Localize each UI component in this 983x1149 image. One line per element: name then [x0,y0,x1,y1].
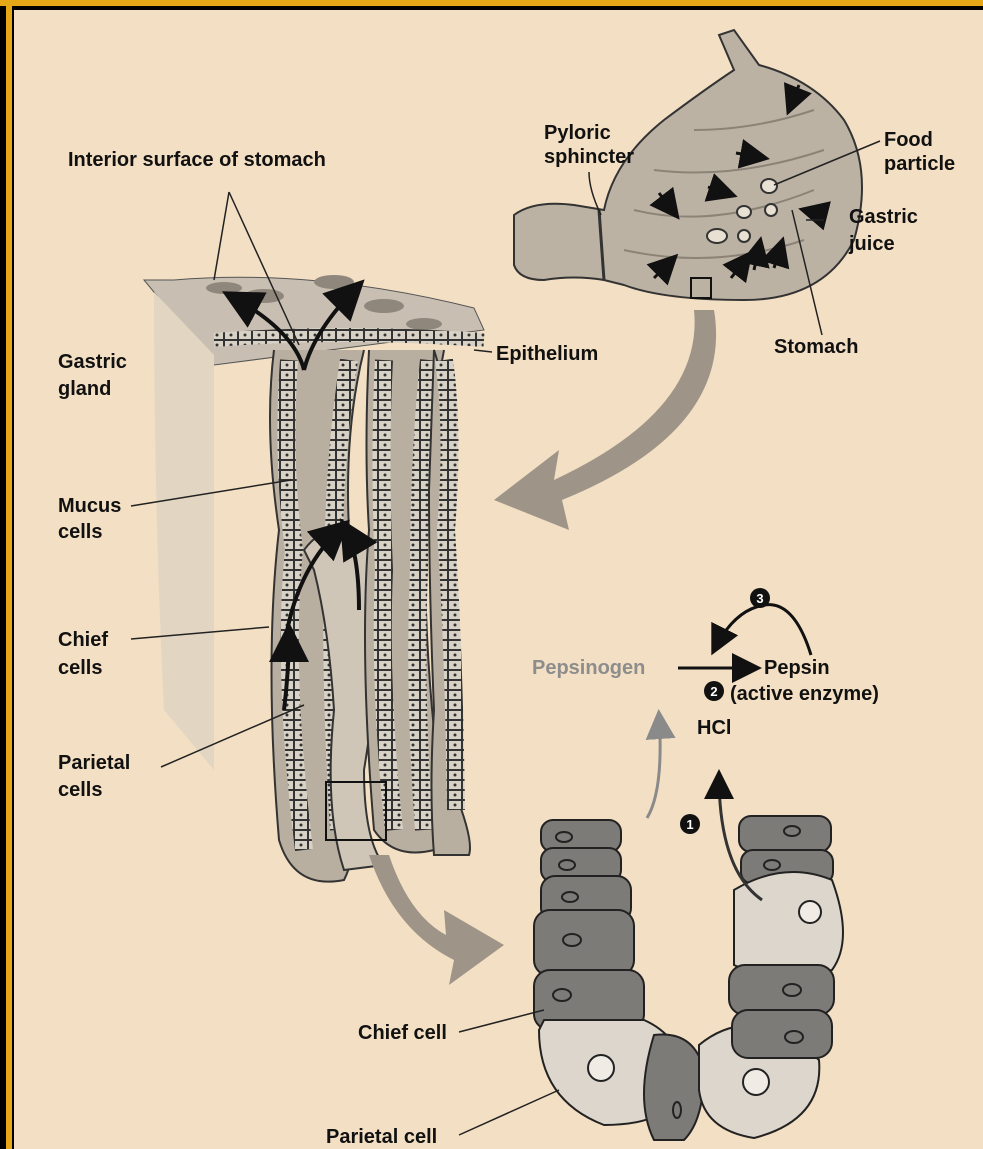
gold-border-top [0,0,983,6]
label-chief-cell: Chief cell [358,1022,447,1044]
svg-text:1: 1 [686,817,693,832]
label-gastric-juice-line2: juice [848,233,895,255]
label-mucus-line2: cells [58,521,102,543]
svg-text:3: 3 [756,591,763,606]
label-stomach: Stomach [774,336,858,358]
label-pyloric-line1: Pyloric [544,122,611,144]
diagram-canvas: 1 2 3 [14,10,983,1149]
label-pyloric-line2: sphincter [544,146,634,168]
cell-cluster-illustration [534,816,843,1140]
step-badge-1: 1 [680,814,700,834]
label-epithelium: Epithelium [496,343,598,365]
step-badge-2: 2 [704,681,724,701]
label-pepsinogen: Pepsinogen [532,657,645,679]
gastric-gland-diagram: 1 2 3 [14,10,983,1149]
label-mucus-line1: Mucus [58,495,121,517]
label-chief-line1: Chief [58,629,108,651]
label-pepsin: Pepsin [764,657,830,679]
label-gastric-gland-line2: gland [58,378,111,400]
label-parietal-cell: Parietal cell [326,1126,437,1148]
label-gastric-gland-line1: Gastric [58,351,127,373]
label-parietal-line1: Parietal [58,752,130,774]
label-active-enzyme: (active enzyme) [730,683,879,705]
svg-text:2: 2 [710,684,717,699]
label-food-line1: Food [884,129,933,151]
label-interior-surface: Interior surface of stomach [68,149,326,171]
step-badge-3: 3 [750,588,770,608]
zoom-arrow-gland [369,855,504,985]
gold-border-left [6,6,12,1149]
label-gastric-juice-line1: Gastric [849,206,918,228]
label-food-line2: particle [884,153,955,175]
label-hcl: HCl [697,717,731,739]
gastric-gland-illustration [144,275,484,882]
label-chief-line2: cells [58,657,102,679]
label-parietal-line2: cells [58,779,102,801]
